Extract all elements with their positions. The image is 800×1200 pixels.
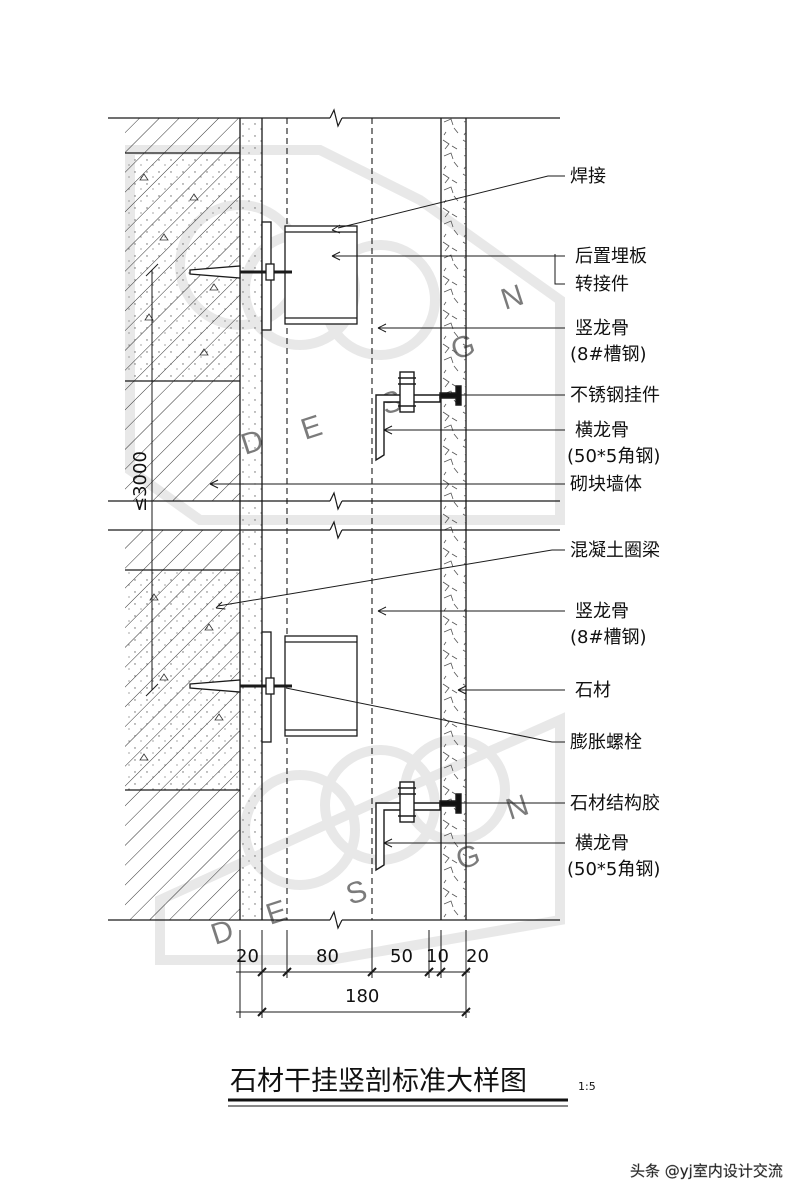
- masonry-wall: [125, 118, 240, 920]
- watermark-letter-e: E: [297, 409, 326, 447]
- height-dimension: [145, 263, 159, 697]
- dimension-values: 20 80 50 10 20 180: [236, 946, 489, 1007]
- label-vertical-keel-lower: 竖龙骨: [575, 601, 629, 622]
- block-wall-lower: [125, 790, 240, 920]
- label-stainless-hanger: 不锈钢挂件: [570, 385, 660, 406]
- label-stone-structural-adhesive: 石材结构胶: [570, 793, 660, 814]
- label-stone: 石材: [575, 680, 611, 701]
- label-block-wall: 砌块墙体: [570, 474, 642, 495]
- height-dimension-label: ≤3000: [130, 451, 151, 512]
- lower-connector-assembly: [189, 631, 358, 743]
- drawing-title: 石材干挂竖剖标准大样图: [230, 1066, 527, 1097]
- dim-50: 50: [390, 946, 413, 967]
- dim-10: 10: [426, 946, 449, 967]
- label-vertical-keel-upper: 竖龙骨: [575, 318, 629, 339]
- lower-hanger-assembly: [375, 781, 462, 872]
- label-post-embedded-plate: 后置埋板: [575, 246, 647, 267]
- watermark-letter-n-2: N: [502, 789, 533, 827]
- dim-total-180: 180: [345, 986, 379, 1007]
- concrete-ring-beam-lower: [125, 530, 240, 570]
- dim-20-right: 20: [466, 946, 489, 967]
- stone-panel: [441, 118, 466, 920]
- dim-20-left: 20: [236, 946, 259, 967]
- dim-80: 80: [316, 946, 339, 967]
- label-welding: 焊接: [570, 166, 606, 187]
- label-channel-steel-upper: (8#槽钢): [570, 344, 647, 365]
- dimension-chain: [236, 930, 471, 1018]
- label-adapter: 转接件: [575, 274, 629, 295]
- label-expansion-bolt: 膨胀螺栓: [570, 732, 642, 753]
- label-channel-steel-lower: (8#槽钢): [570, 627, 647, 648]
- label-horizontal-keel-lower: 横龙骨: [575, 833, 629, 854]
- callout-labels: 焊接 后置埋板 转接件 竖龙骨 (8#槽钢) 不锈钢挂件 横龙骨 (50*5角钢…: [567, 166, 660, 880]
- upper-connector-assembly: [189, 221, 358, 331]
- watermark-letter-s-2: S: [342, 874, 371, 912]
- label-horizontal-keel-upper: 横龙骨: [575, 420, 629, 441]
- drawing-scale: 1:5: [578, 1080, 596, 1093]
- leader-lines: [209, 175, 565, 848]
- watermark-letter-n: N: [497, 279, 528, 317]
- channel-connector: [284, 225, 358, 325]
- credit-watermark: 头条 @yj室内设计交流: [630, 1162, 783, 1180]
- label-concrete-ring-beam: 混凝土圈梁: [570, 540, 660, 561]
- block-wall-middle: [125, 381, 240, 501]
- label-angle-steel-lower: (50*5角钢): [567, 859, 660, 880]
- block-wall-upper: [125, 118, 240, 153]
- upper-hanger-assembly: [375, 371, 462, 462]
- plaster-layer: [240, 118, 262, 920]
- label-angle-steel-upper: (50*5角钢): [567, 446, 660, 467]
